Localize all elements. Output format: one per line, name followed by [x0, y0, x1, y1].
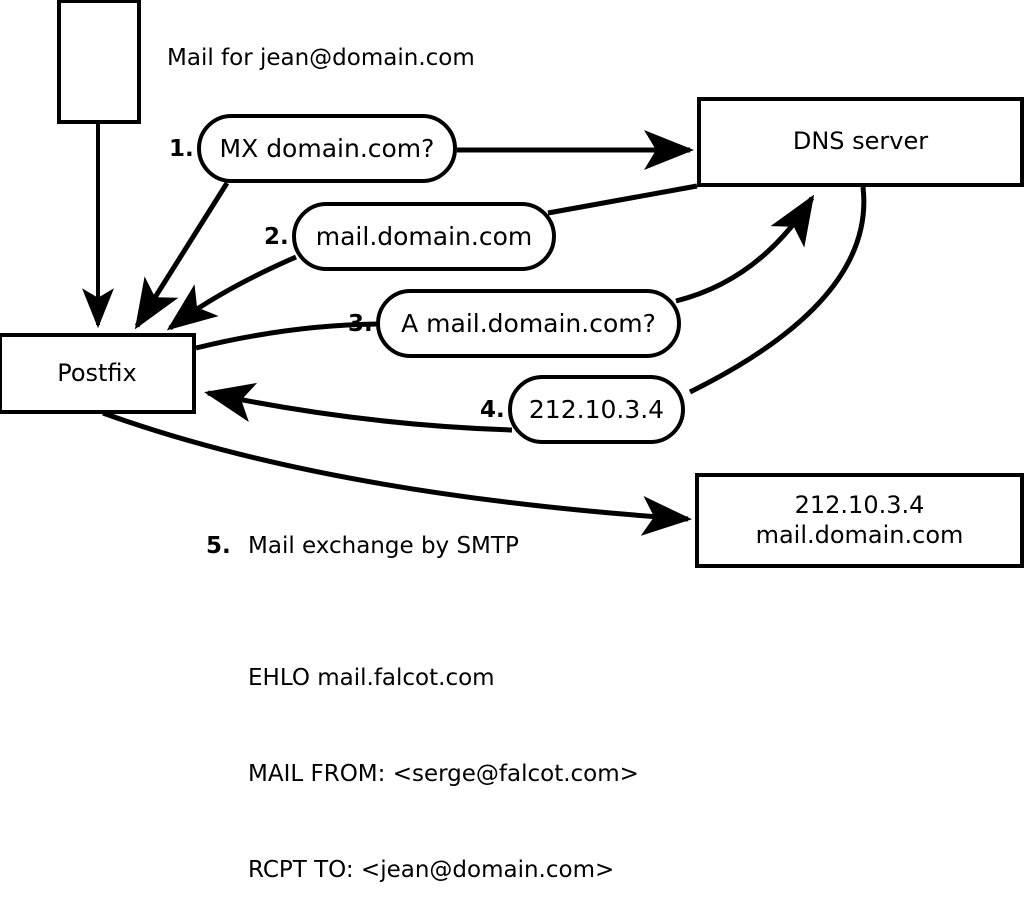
step-1-number: 1.: [169, 136, 194, 162]
mail-server-hostname: mail.domain.com: [755, 520, 964, 549]
step-2-pill[interactable]: mail.domain.com: [292, 202, 556, 271]
connector-dns-to-step4: [688, 186, 867, 395]
postfix-node[interactable]: Postfix: [0, 333, 196, 414]
step-2-label: mail.domain.com: [315, 222, 533, 251]
step-3-number: 3.: [348, 311, 373, 337]
step-5-label: Mail exchange by SMTP: [248, 533, 519, 559]
step-4-number: 4.: [480, 397, 505, 423]
connector-step4-to-postfix: [204, 382, 513, 433]
step-1-pill[interactable]: MX domain.com?: [197, 114, 457, 183]
mail-server-node[interactable]: 212.10.3.4 mail.domain.com: [695, 473, 1024, 568]
step-3-pill[interactable]: A mail.domain.com?: [376, 289, 681, 358]
connector-dns-to-step2: [547, 183, 698, 216]
step-2-number: 2.: [264, 224, 289, 250]
smtp-transcript-line: EHLO mail.falcot.com: [248, 665, 495, 691]
dns-server-node-label: DNS server: [792, 127, 929, 156]
step-1-label: MX domain.com?: [219, 134, 435, 163]
step-4-label: 212.10.3.4: [528, 395, 665, 424]
dns-server-node[interactable]: DNS server: [697, 97, 1024, 187]
postfix-node-label: Postfix: [57, 358, 137, 387]
sender-node[interactable]: [57, 0, 141, 124]
smtp-transcript: EHLO mail.falcot.com MAIL FROM: <serge@f…: [248, 598, 639, 919]
smtp-transcript-line: MAIL FROM: <serge@falcot.com>: [248, 761, 639, 787]
step-4-pill[interactable]: 212.10.3.4: [508, 375, 685, 444]
smtp-transcript-line: RCPT TO: <jean@domain.com>: [248, 857, 615, 883]
mail-server-ip: 212.10.3.4: [794, 491, 925, 520]
mail-for-caption: Mail for jean@domain.com: [167, 45, 475, 71]
connector-step3-to-dns: [675, 194, 815, 304]
connector-step2-to-postfix: [166, 254, 297, 331]
step-5-number: 5.: [206, 533, 231, 559]
step-3-label: A mail.domain.com?: [401, 309, 656, 338]
connector-step1-tail: [134, 181, 230, 330]
